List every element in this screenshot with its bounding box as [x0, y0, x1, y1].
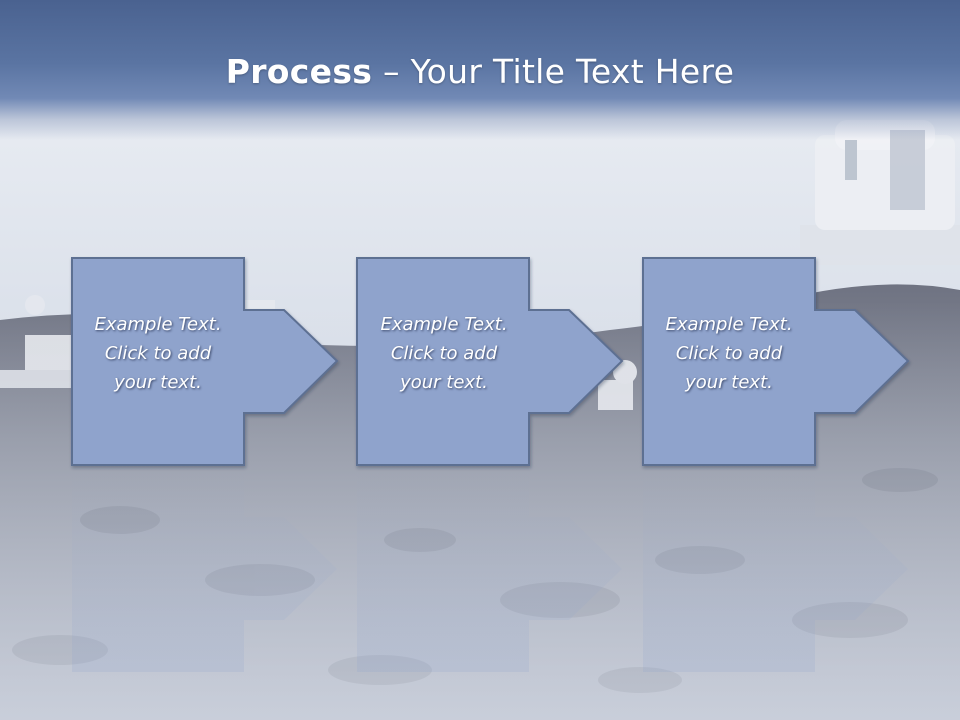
step-1-line-3: your text.	[114, 372, 202, 393]
step-2-line-1: Example Text.	[380, 314, 508, 335]
step-2-text[interactable]: Example Text. Click to add your text.	[358, 310, 530, 397]
process-step-3[interactable]	[642, 257, 910, 672]
title-rest: – Your Title Text Here	[372, 52, 735, 91]
step-2-shape	[356, 257, 624, 466]
step-1-shape	[71, 257, 339, 466]
step-1-text[interactable]: Example Text. Click to add your text.	[72, 310, 244, 397]
title-bold-word: Process	[225, 52, 373, 91]
step-3-shape	[642, 257, 910, 466]
step-3-line-1: Example Text.	[665, 314, 793, 335]
step-1-line-2: Click to add	[104, 343, 212, 364]
title-band	[0, 0, 960, 140]
step-3-text[interactable]: Example Text. Click to add your text.	[643, 310, 815, 397]
process-step-1[interactable]	[71, 257, 339, 672]
step-2-line-3: your text.	[400, 372, 488, 393]
step-3-line-2: Click to add	[675, 343, 783, 364]
step-3-line-3: your text.	[685, 372, 773, 393]
step-1-line-1: Example Text.	[94, 314, 222, 335]
slide-title: Process – Your Title Text Here	[0, 52, 960, 91]
process-step-2[interactable]	[356, 257, 624, 672]
step-2-line-2: Click to add	[390, 343, 498, 364]
